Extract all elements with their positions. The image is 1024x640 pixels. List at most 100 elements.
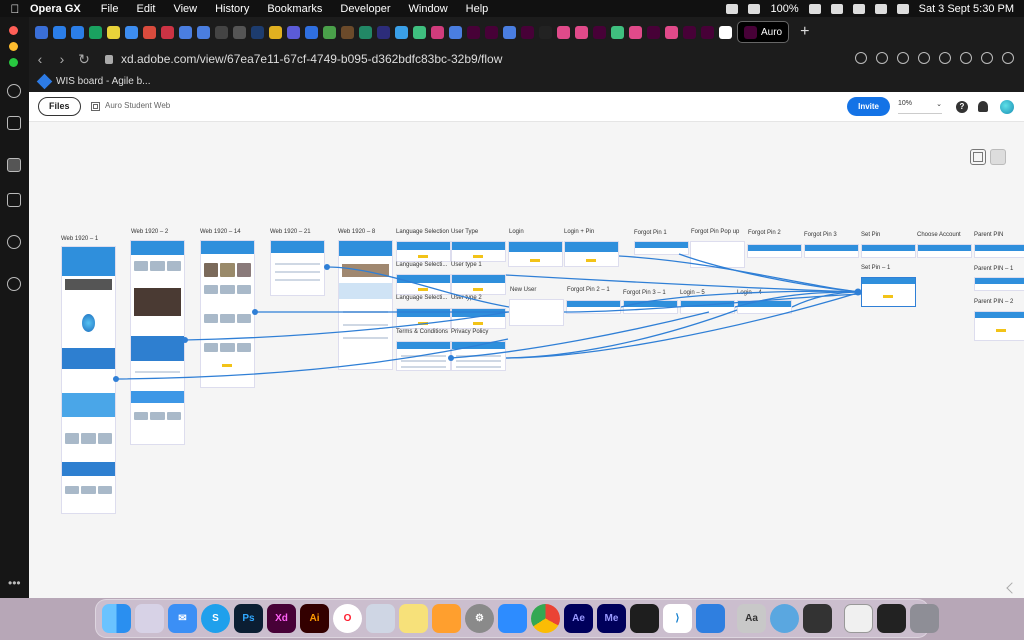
tab-favicon[interactable] [611, 25, 624, 39]
tab-favicon[interactable] [53, 25, 66, 39]
menu-icon[interactable] [1002, 52, 1014, 64]
tab-active[interactable]: Auro [737, 21, 790, 43]
skype-icon[interactable]: S [201, 604, 230, 633]
search-icon[interactable] [855, 52, 867, 64]
tab-favicon[interactable] [557, 25, 570, 39]
zoom-select[interactable]: 10% ⌄ [898, 100, 942, 114]
speed-dial-icon[interactable] [7, 84, 21, 98]
artboard-forgot-pin-2[interactable] [747, 244, 802, 258]
artboard-forgot-pin-3[interactable] [804, 244, 859, 258]
maximize-window-button[interactable] [9, 58, 18, 67]
toolbox-icon[interactable] [696, 604, 725, 633]
artboard-web-2[interactable] [130, 240, 185, 445]
artboard-set-pin-1[interactable] [861, 277, 916, 307]
artboard-choose-account[interactable] [917, 244, 972, 258]
tab-favicon[interactable] [647, 25, 660, 39]
crown-icon[interactable] [7, 193, 21, 207]
preview-icon[interactable] [366, 604, 395, 633]
artboard-login-4[interactable] [737, 300, 792, 314]
tab-favicon[interactable] [143, 25, 156, 39]
menu-help[interactable]: Help [465, 2, 489, 15]
camera-icon[interactable] [897, 52, 909, 64]
artboard-set-pin[interactable] [861, 244, 916, 258]
tab-favicon[interactable] [89, 25, 102, 39]
photoshop-icon[interactable]: Ps [234, 604, 263, 633]
chrome-icon[interactable] [531, 604, 560, 633]
artboard-language-selection[interactable] [396, 241, 451, 262]
artboard-privacy-policy[interactable] [451, 341, 506, 371]
artboard-forgot-pin-2-1[interactable] [566, 300, 621, 314]
downloads-stack-icon[interactable] [844, 604, 873, 633]
after-effects-icon[interactable]: Ae [564, 604, 593, 633]
history-clock-icon[interactable] [7, 277, 21, 291]
screenshots-stack-icon[interactable] [877, 604, 906, 633]
tab-favicon[interactable] [125, 25, 138, 39]
bell-icon[interactable] [978, 101, 988, 112]
tab-favicon[interactable] [395, 25, 408, 39]
battery-percent[interactable]: 100% [770, 2, 799, 15]
notes-icon[interactable] [399, 604, 428, 633]
artboard-user-type-2[interactable] [451, 308, 506, 329]
menubar-clock[interactable]: Sat 3 Sept 5:30 PM [918, 2, 1014, 15]
figma-icon[interactable] [630, 604, 659, 633]
bag-icon[interactable] [7, 116, 21, 130]
system-preferences-icon[interactable]: ⚙ [465, 604, 494, 633]
apple-icon[interactable]:  [0, 2, 30, 16]
menu-history[interactable]: History [215, 2, 250, 15]
lock-icon[interactable] [105, 54, 113, 64]
tab-favicon[interactable] [449, 25, 462, 39]
tab-favicon[interactable] [593, 25, 606, 39]
artboard-terms[interactable] [396, 341, 451, 371]
safari-technology-icon[interactable] [770, 604, 799, 633]
artboard-forgot-pin-1[interactable] [634, 241, 689, 255]
shield-icon[interactable] [918, 52, 930, 64]
menu-window[interactable]: Window [408, 2, 448, 15]
whatsapp-icon[interactable] [7, 235, 21, 249]
tab-favicon[interactable] [719, 25, 732, 39]
tab-favicon[interactable] [107, 25, 120, 39]
tab-favicon[interactable] [323, 25, 336, 39]
heart-icon[interactable] [960, 52, 972, 64]
artboard-web-1[interactable] [61, 246, 116, 514]
close-window-button[interactable] [9, 26, 18, 35]
launchpad-icon[interactable] [135, 604, 164, 633]
tab-favicon[interactable] [701, 25, 714, 39]
artboard-forgot-pin-popup[interactable] [690, 241, 745, 268]
grid-view-icon[interactable] [970, 149, 986, 165]
battery-icon[interactable] [808, 3, 821, 14]
files-button[interactable]: Files [38, 97, 81, 116]
calculator-icon[interactable] [803, 604, 832, 633]
tab-favicon[interactable] [431, 25, 444, 39]
illustrator-icon[interactable]: Ai [300, 604, 329, 633]
flow-view-icon[interactable] [990, 149, 1006, 165]
tab-favicon[interactable] [35, 25, 48, 39]
tab-favicon[interactable] [665, 25, 678, 39]
tab-favicon[interactable] [539, 25, 552, 39]
menu-view[interactable]: View [173, 2, 198, 15]
tab-favicon[interactable] [305, 25, 318, 39]
back-icon[interactable]: ‹ [37, 51, 43, 67]
artboard-language-selection-2[interactable] [396, 308, 451, 329]
artboard-web-21[interactable] [270, 240, 325, 296]
zoom-icon[interactable] [498, 604, 527, 633]
minimize-window-button[interactable] [9, 42, 18, 51]
artboard-forgot-pin-3-1[interactable] [623, 300, 678, 314]
tab-favicon[interactable] [233, 25, 246, 39]
artboard-login-5[interactable] [680, 300, 735, 314]
tab-favicon[interactable] [197, 25, 210, 39]
send-icon[interactable] [939, 52, 951, 64]
tab-favicon[interactable] [269, 25, 282, 39]
gx-control-icon[interactable] [7, 158, 21, 172]
tab-favicon[interactable] [161, 25, 174, 39]
siri-icon[interactable] [896, 3, 909, 14]
tab-favicon[interactable] [521, 25, 534, 39]
menu-edit[interactable]: Edit [136, 2, 156, 15]
search-icon[interactable] [852, 3, 865, 14]
tab-favicon[interactable] [251, 25, 264, 39]
artboard-user-type[interactable] [451, 241, 506, 262]
artboard-language-selection-1[interactable] [396, 274, 451, 295]
xd-icon[interactable]: Xd [267, 604, 296, 633]
tab-favicon[interactable] [377, 25, 390, 39]
more-icon[interactable]: ••• [8, 576, 21, 590]
tab-favicon[interactable] [359, 25, 372, 39]
